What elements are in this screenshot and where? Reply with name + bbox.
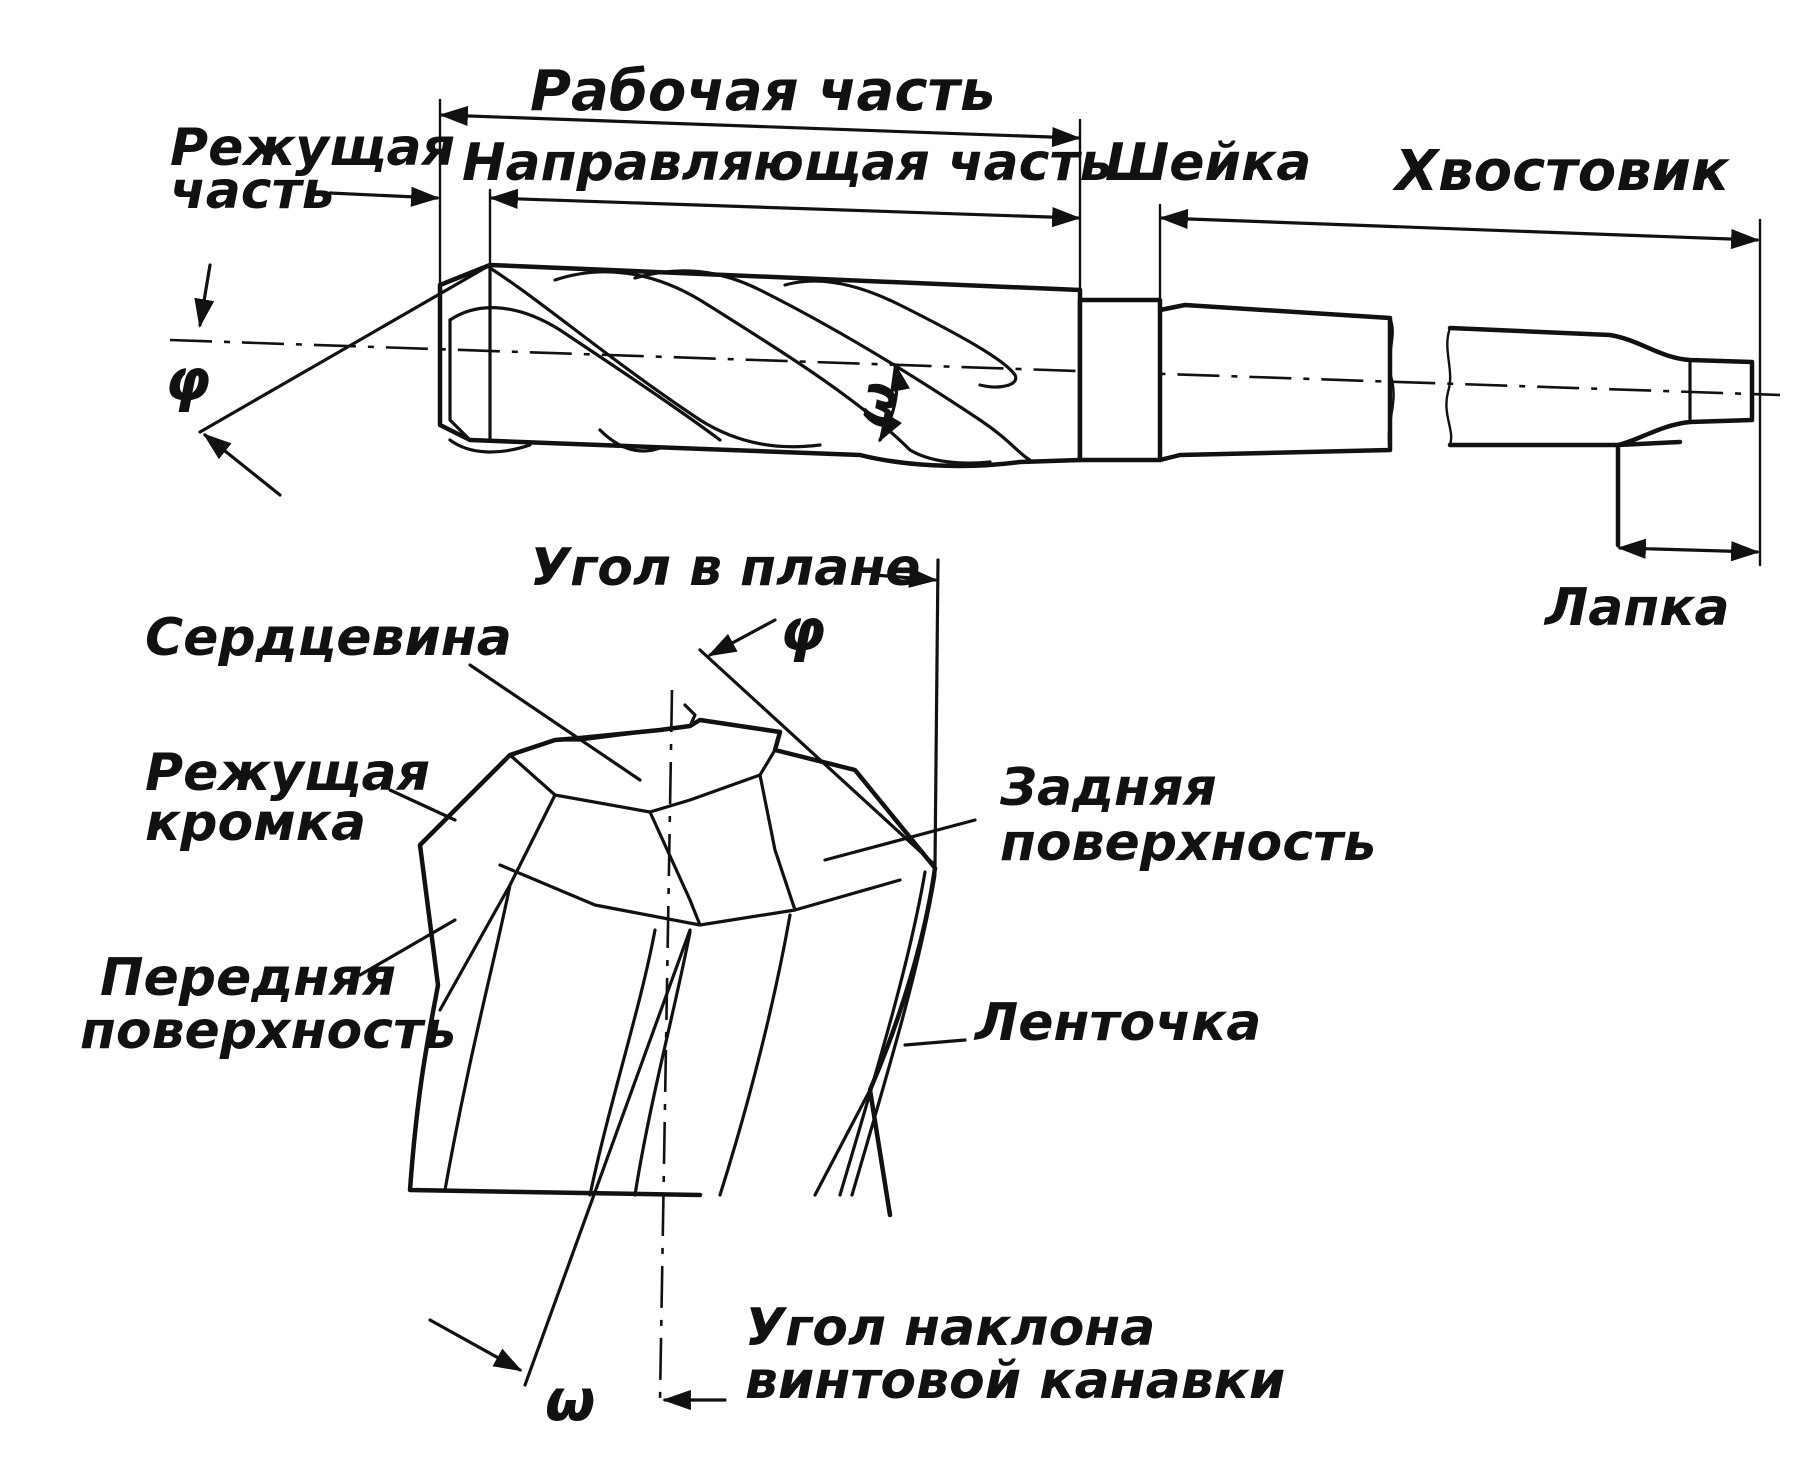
drill-axis-line xyxy=(169,338,1781,397)
label-plan-angle: Угол в плане xyxy=(530,538,920,598)
land-leader xyxy=(903,1038,967,1047)
land-line-3 xyxy=(813,1088,872,1197)
core-outline xyxy=(508,748,777,814)
shank-right-outline xyxy=(1447,325,1755,448)
drill-tip-view xyxy=(358,558,977,1411)
label-cutting-part-line2: часть xyxy=(170,161,335,221)
helical-flute-land-2 xyxy=(448,438,532,454)
flute-line-3 xyxy=(633,930,692,1197)
label-phi-bottom: φ xyxy=(780,596,825,664)
labels: Рабочая часть Режущая часть Направляющая… xyxy=(80,59,1731,1434)
shank-left-outline xyxy=(1157,302,1393,463)
label-flank-line1: Задняя xyxy=(999,758,1217,818)
flute-line-2 xyxy=(588,928,657,1197)
label-flank-line2: поверхность xyxy=(1000,813,1376,873)
phi-bottom-arrow xyxy=(707,618,777,657)
label-tang: Лапка xyxy=(1543,578,1730,638)
shank-break-right xyxy=(1445,326,1453,447)
label-helix-angle-line1: Угол наклона xyxy=(745,1298,1155,1358)
label-land: Ленточка xyxy=(973,993,1261,1053)
label-omega-bottom: ω xyxy=(545,1366,595,1434)
helix-reference-line xyxy=(523,928,692,1387)
cutting-edge-leader xyxy=(388,788,457,822)
helical-flute-4 xyxy=(783,279,1018,389)
drill-body-outline xyxy=(437,262,1083,469)
tip-angle-line xyxy=(198,263,492,434)
phi-arrow-lower xyxy=(202,433,282,497)
plan-angle-arrow xyxy=(873,567,938,588)
land-line-1 xyxy=(838,870,927,1197)
core-leader xyxy=(468,663,642,782)
land-line-2 xyxy=(850,873,937,1197)
helical-flute-3 xyxy=(633,269,1032,462)
omega-bottom-arrow xyxy=(428,1318,523,1372)
helical-flute-land-1 xyxy=(448,306,722,442)
neck-outline xyxy=(1077,297,1163,463)
label-cutting-edge-line1: Режущая xyxy=(145,743,430,803)
edge-front-1 xyxy=(498,863,902,927)
label-core: Сердцевина xyxy=(145,608,512,668)
label-neck: Шейка xyxy=(1105,133,1311,193)
helical-flute-1 xyxy=(488,266,822,449)
label-phi-top: φ xyxy=(165,346,210,414)
label-cutting-edge-line2: кромка xyxy=(145,793,366,853)
tang-outline xyxy=(1615,439,1683,548)
rake-leader xyxy=(358,918,457,977)
label-shank: Хвостовик xyxy=(1392,139,1731,204)
tip-axis-line xyxy=(658,689,674,1401)
cutting-lip-mid xyxy=(648,810,702,927)
dim-shank xyxy=(1159,208,1760,250)
label-guiding-part: Направляющая часть xyxy=(462,133,1112,193)
cutting-lip-left xyxy=(438,793,557,1012)
label-rake-line2: поверхность xyxy=(80,1001,456,1061)
plan-angle-line xyxy=(698,648,937,867)
flank-leader xyxy=(823,818,977,862)
label-helix-angle-line2: винтовой канавки xyxy=(745,1351,1285,1411)
dim-tang xyxy=(1617,538,1760,562)
helical-flute-land-4 xyxy=(448,318,472,442)
plan-angle-reference xyxy=(933,558,940,867)
omega-arc-arrow xyxy=(878,362,910,443)
dim-guiding-part xyxy=(489,188,1081,228)
label-working-part: Рабочая часть xyxy=(530,59,995,124)
helical-flute-land-3 xyxy=(598,428,662,453)
shank-break-left xyxy=(1387,316,1395,452)
chisel-edge xyxy=(553,703,697,742)
dim-working-part xyxy=(439,105,1081,148)
cutting-lip-right xyxy=(758,773,797,912)
label-rake-line1: Передняя xyxy=(100,948,396,1008)
drill-side-view xyxy=(169,98,1781,567)
flute-line-4 xyxy=(718,913,792,1197)
helical-flute-2 xyxy=(553,270,992,465)
label-cutting-part-line1: Режущая xyxy=(170,118,455,178)
dim-cutting-part-pointer xyxy=(328,186,440,207)
phi-arrow-upper xyxy=(194,263,215,328)
flute-line-1 xyxy=(443,883,512,1192)
label-omega-top: ω xyxy=(843,377,910,432)
